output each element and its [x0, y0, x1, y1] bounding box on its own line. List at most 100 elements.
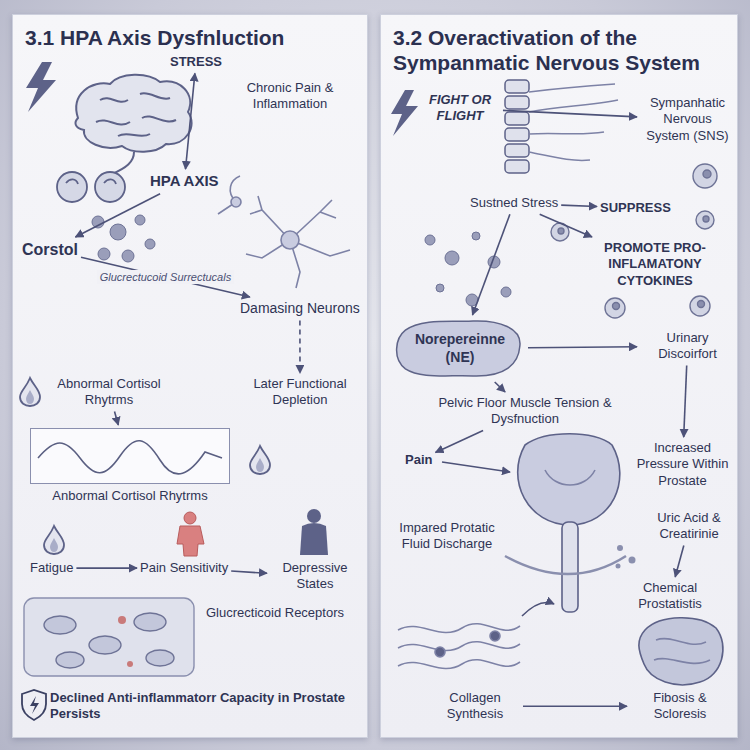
text-node: Chronic Pain & Inflammation [225, 80, 355, 113]
cortisol-dots [135, 215, 145, 225]
shield-icon [22, 690, 46, 720]
lightning-icon [26, 62, 56, 112]
text-node: Sustned Stress [470, 195, 558, 211]
gland-illustration [57, 172, 87, 202]
fibrosis-organ [654, 639, 710, 664]
collagen-fibres [398, 624, 520, 669]
brain-illustration [96, 93, 176, 136]
node-text: Fibosis & Scloresis [630, 690, 730, 723]
flame-icon [250, 446, 270, 474]
person-icon [300, 509, 328, 555]
cortisol-dots [110, 224, 126, 240]
pain-body-icon [184, 512, 196, 524]
connector-arrow [299, 321, 301, 374]
neuron-illustration [218, 176, 240, 214]
prostate-illustration [505, 556, 626, 574]
neuron-illustration [218, 176, 350, 288]
gland-illustration [57, 172, 125, 202]
connector-arrow [436, 431, 484, 453]
rhythm-chart [38, 441, 222, 474]
section-panel: 3.1 HPA Axis DysfnluctionSTRESSChronic P… [12, 14, 368, 738]
pain-arrow [442, 462, 510, 472]
node-text: Pain [405, 452, 432, 468]
stress-particles [425, 235, 435, 245]
node-text: Abnormal Cortisol Rhytrms [44, 376, 174, 409]
receptor-illustration [134, 613, 166, 631]
connector-arrow [231, 571, 267, 573]
cortisol-dots [92, 216, 104, 228]
node-text: Impared Protatic Fluid Discharge [392, 520, 502, 553]
node-text: Chemical Prostatistis [610, 580, 730, 613]
collagen-fibres [398, 624, 520, 669]
spine-illustration [505, 160, 529, 173]
prostate-illustration [545, 470, 595, 485]
stress-label: STRESS [170, 54, 222, 70]
immune-cells [558, 228, 564, 234]
node-text: PROMOTE PRO-INFLAMATONY CYTOKINES [585, 240, 725, 289]
text-node: Chemical Prostatistis [610, 580, 730, 613]
prostate-illustration [505, 434, 626, 612]
node-text: Declined Anti-inflammatorr Capacity in P… [50, 690, 345, 723]
connector-arrow [81, 257, 250, 297]
crystal-dots [616, 564, 621, 569]
node-text: Pain Sensitivity [140, 560, 228, 576]
connector-arrow [75, 194, 160, 237]
gland-illustration [95, 172, 125, 202]
receptor-illustration [56, 652, 84, 668]
cortisol-dots [92, 215, 155, 262]
node-text: Later Functional Depletion [245, 376, 355, 409]
node-text: Damasing Neurons [240, 300, 360, 318]
immune-cells [698, 301, 705, 308]
receptor-illustration [24, 598, 194, 676]
text-node: Collagen Synthesis [430, 690, 520, 723]
spine-illustration [505, 80, 529, 93]
cortisol-dots [122, 250, 134, 262]
receptor-illustration [44, 616, 76, 634]
node-text: Glucrecticoid Receptors [205, 605, 345, 621]
crystal-dots [629, 557, 636, 564]
text-node: Later Functional Depletion [245, 376, 355, 409]
collagen-fibres [490, 631, 500, 641]
connector-arrow [528, 347, 637, 348]
node-text: Fatigue [30, 560, 73, 576]
cortisol-dots [98, 248, 110, 260]
shield-icon [30, 696, 39, 714]
connector-arrow [523, 705, 627, 707]
immune-cells [693, 164, 717, 188]
text-node: Uric Acid & Creatirinie [645, 510, 733, 543]
text-node: Glucrecticoid Receptors [205, 605, 345, 621]
text-node: Pain [405, 452, 432, 468]
spine-illustration [529, 84, 618, 160]
stress-particles [466, 294, 478, 306]
node-text: Urinary Discoirfort [640, 330, 735, 363]
flame-icon [44, 526, 64, 554]
connector-arrow [675, 546, 684, 578]
brain-illustration [76, 75, 192, 174]
immune-cells [605, 298, 625, 318]
blob-outline [397, 321, 520, 376]
node-text: SUPPRESS [600, 200, 671, 216]
cortisol-dots [145, 239, 155, 249]
stress-particles [472, 232, 480, 240]
pain-body-icon [177, 526, 204, 556]
stress-particles [488, 256, 500, 268]
text-node: Declined Anti-inflammatorr Capacity in P… [50, 690, 345, 723]
spine-illustration [505, 96, 529, 109]
connector-arrow [495, 382, 505, 392]
immune-cells [551, 223, 569, 241]
connector-arrow [473, 214, 510, 315]
panel-heading: 3.2 Overactivation of the Sympanmatic Ne… [393, 25, 725, 75]
text-node: SUPPRESS [600, 200, 671, 216]
flow-arrow [522, 603, 554, 617]
connector-arrow [561, 205, 597, 206]
node-text: Depressive States [270, 560, 360, 593]
gland-illustration [66, 179, 116, 184]
text-node: Damasing Neurons [240, 300, 360, 318]
connector-arrow [115, 412, 119, 426]
node-text: Anbormal Cortisol Rhytrms [30, 488, 230, 504]
node-text: Sympanhatic Nervous System (SNS) [640, 95, 735, 144]
text-node: Pelvic Floor Muscle Tension & Dysfnuctio… [420, 395, 630, 428]
immune-cells [696, 211, 714, 229]
prostate-illustration [518, 434, 620, 525]
